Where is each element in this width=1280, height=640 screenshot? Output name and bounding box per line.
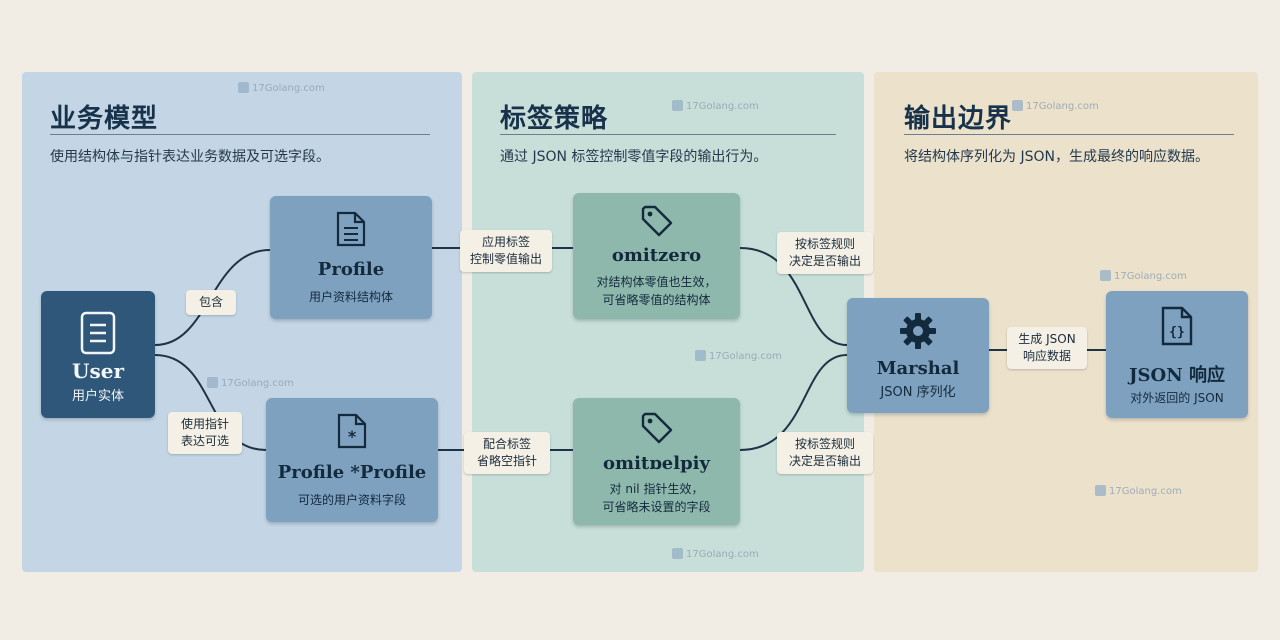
watermark: 17Golang.com <box>672 548 759 560</box>
omitempty-title: omitɒelpiy <box>603 453 710 474</box>
watermark: 17Golang.com <box>207 377 294 389</box>
asterisk-file-icon: * <box>337 413 367 449</box>
watermark: 17Golang.com <box>238 82 325 94</box>
edge-omitempty-marshal <box>739 354 848 451</box>
tag-icon <box>641 412 672 444</box>
omitempty-subtitle-line-1: 对 nil 指针生效， <box>609 482 704 496</box>
edge-user-profile-ptr <box>154 354 267 451</box>
omitzero-node: omitzero 对结构体零值也生效， 可省略零值的结构体 <box>573 193 740 319</box>
omitempty-subtitle-line-2: 可省略未设置的字段 <box>602 500 711 514</box>
tag-icon <box>641 205 672 237</box>
marshal-subtitle: JSON 序列化 <box>880 385 956 400</box>
document-icon <box>336 211 366 247</box>
edge-label-match-tag: 配合标签省略空指针 <box>464 432 550 474</box>
json-response-subtitle: 对外返回的 JSON <box>1130 391 1224 405</box>
marshal-title: Marshal <box>876 358 960 379</box>
edge-omitzero-marshal <box>739 247 848 346</box>
omitzero-title: omitzero <box>611 245 702 266</box>
output-title: 输出边界 <box>904 104 1013 134</box>
omitzero-subtitle-line-2: 可省略零值的结构体 <box>602 293 711 307</box>
profile-ptr-subtitle: 可选的用户资料字段 <box>297 493 406 507</box>
watermark: 17Golang.com <box>1012 100 1099 112</box>
watermark: 17Golang.com <box>1100 270 1187 282</box>
svg-text:{}: {} <box>1169 325 1185 340</box>
tags-divider <box>500 134 836 135</box>
tags-title: 标签策略 <box>500 104 609 134</box>
edge-label-rule-top: 按标签规则决定是否输出 <box>777 232 873 274</box>
business-divider <box>50 134 430 135</box>
json-response-title: JSON 响应 <box>1129 365 1225 386</box>
watermark: 17Golang.com <box>695 350 782 362</box>
business-title: 业务模型 <box>50 104 159 134</box>
omitzero-subtitle-line-1: 对结构体零值也生效， <box>596 275 717 289</box>
watermark: 17Golang.com <box>672 100 759 112</box>
gear-icon <box>900 313 936 349</box>
output-divider <box>904 134 1234 135</box>
marshal-node: Marshal JSON 序列化 <box>847 298 989 413</box>
output-desc: 将结构体序列化为 JSON，生成最终的响应数据。 <box>904 149 1209 165</box>
user-subtitle: 用户实体 <box>71 389 124 404</box>
svg-text:*: * <box>348 427 357 446</box>
profile-title: Profile <box>317 259 385 280</box>
edge-label-contains: 包含 <box>186 290 236 315</box>
edge-label-pointer: 使用指针表达可选 <box>168 412 242 454</box>
omitempty-node: omitɒelpiy 对 nil 指针生效， 可省略未设置的字段 <box>573 398 740 525</box>
business-desc: 使用结构体与指针表达业务数据及可选字段。 <box>50 149 330 165</box>
user-node: User 用户实体 <box>41 291 155 418</box>
watermark: 17Golang.com <box>1095 485 1182 497</box>
user-title: User <box>72 359 124 383</box>
json-file-icon: {} <box>1161 306 1193 346</box>
profile-node: Profile 用户资料结构体 <box>270 196 432 319</box>
document-icon <box>80 311 116 355</box>
profile-ptr-title: Profile *Profile <box>277 462 427 483</box>
profile-ptr-node: * Profile *Profile 可选的用户资料字段 <box>266 398 438 522</box>
edge-label-rule-bottom: 按标签规则决定是否输出 <box>777 432 873 474</box>
profile-subtitle: 用户资料结构体 <box>308 290 393 304</box>
json-response-node: {} JSON 响应 对外返回的 JSON <box>1106 291 1248 418</box>
tags-desc: 通过 JSON 标签控制零值字段的输出行为。 <box>500 149 768 165</box>
edge-label-apply-tag: 应用标签控制零值输出 <box>460 230 552 272</box>
